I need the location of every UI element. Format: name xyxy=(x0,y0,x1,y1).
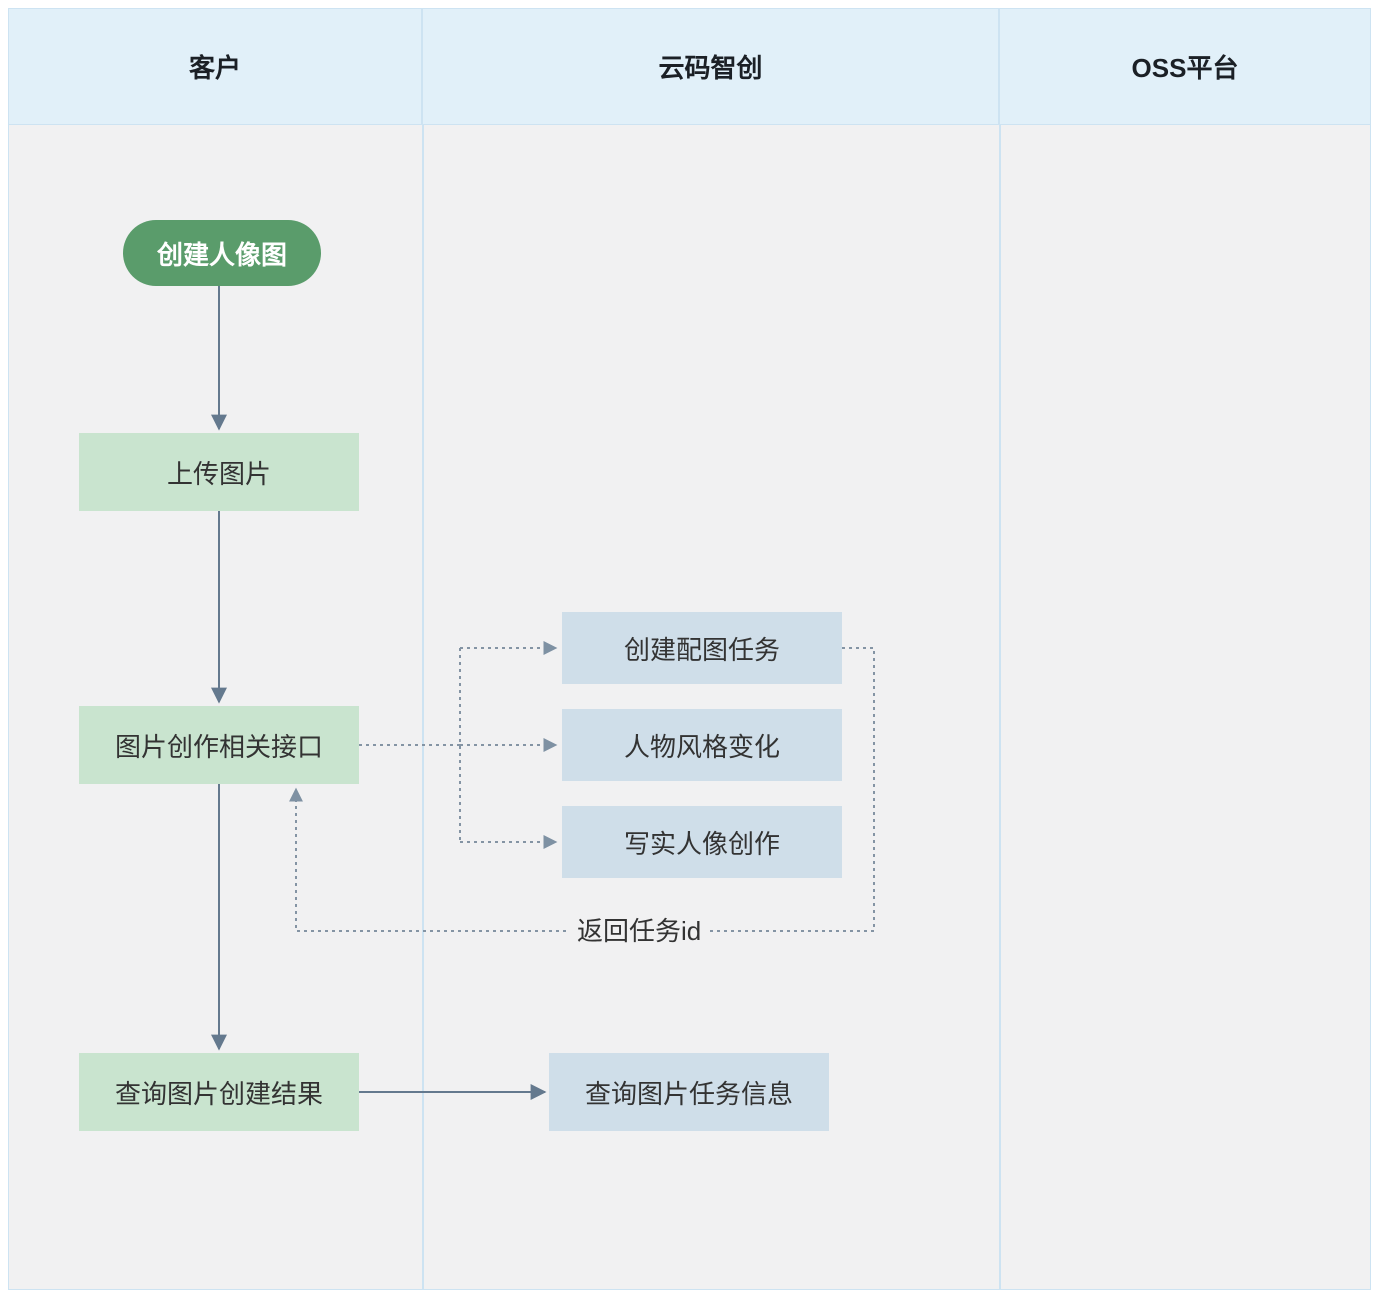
lane-header-row: 客户 云码智创 OSS平台 xyxy=(9,9,1370,125)
lane-header-yunma-zhichuang: 云码智创 xyxy=(423,9,1000,124)
node-query-image-task-info: 查询图片任务信息 xyxy=(549,1053,829,1131)
lane-header-customer: 客户 xyxy=(9,9,423,124)
node-create-illustration-task: 创建配图任务 xyxy=(562,612,842,684)
node-upload-image: 上传图片 xyxy=(79,433,359,511)
swimlane-diagram: 客户 云码智创 OSS平台 创建人像图 上传图片 图片创作相关接口 查询图片创建… xyxy=(8,8,1371,1290)
node-query-creation-result: 查询图片创建结果 xyxy=(79,1053,359,1131)
return-task-id-label: 返回任务id xyxy=(569,914,710,948)
node-realistic-portrait-creation: 写实人像创作 xyxy=(562,806,842,878)
edge-return-task-id xyxy=(289,647,875,932)
node-character-style-change: 人物风格变化 xyxy=(562,709,842,781)
lane-header-oss-platform: OSS平台 xyxy=(1000,9,1370,124)
node-image-creation-api: 图片创作相关接口 xyxy=(79,706,359,784)
lane-divider-1 xyxy=(422,125,424,1289)
start-node-create-portrait: 创建人像图 xyxy=(123,220,321,286)
lane-divider-2 xyxy=(999,125,1001,1289)
